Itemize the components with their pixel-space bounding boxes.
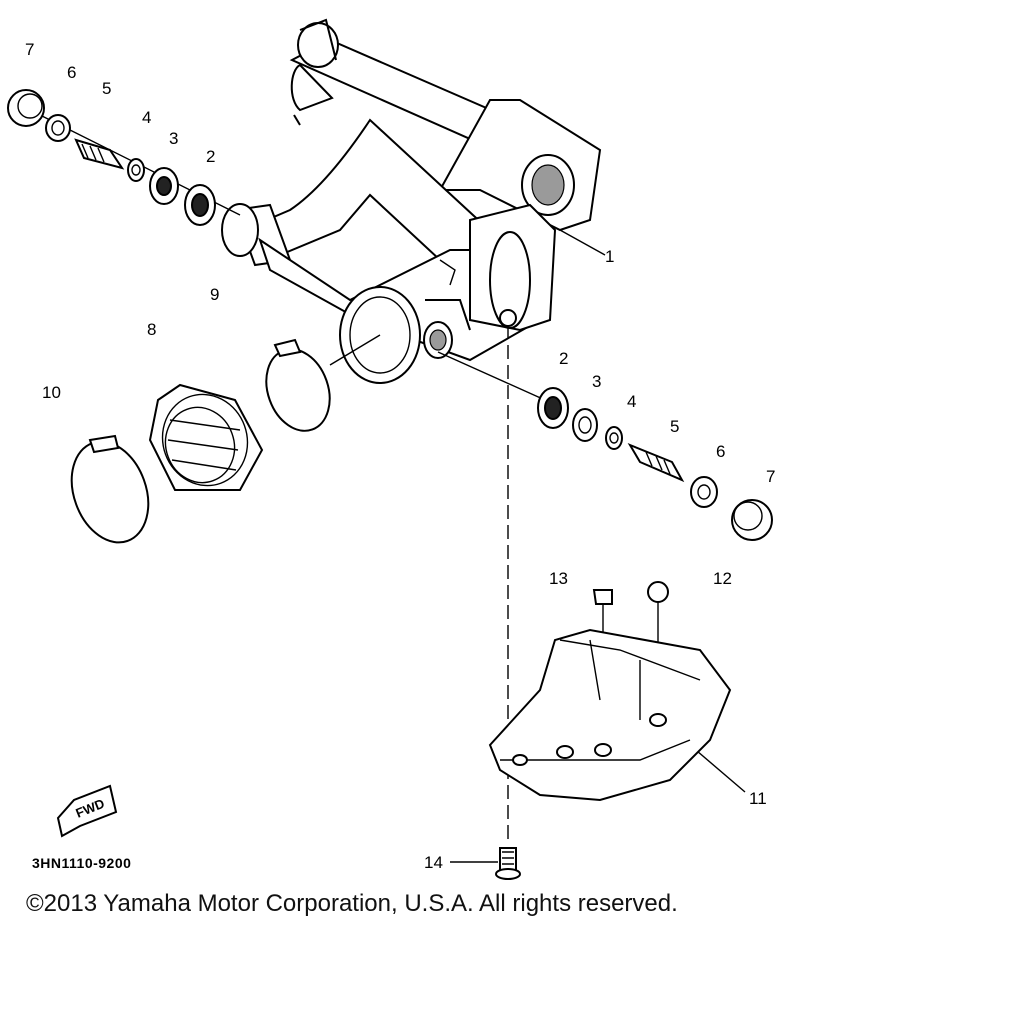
callout-numbers: 7 6 5 4 3 2 1 9 8 10 2 3 4 5 6 7 13 12 1… [25, 40, 775, 872]
guard-part-11 [488, 628, 732, 802]
callout-7-right: 7 [766, 467, 775, 486]
drawing-code: 3HN1110-9200 [32, 855, 131, 871]
callout-2-left: 2 [206, 147, 215, 166]
callout-3-right: 3 [592, 372, 601, 391]
callout-2-right: 2 [559, 349, 568, 368]
callout-5-right: 5 [670, 417, 679, 436]
callout-3-left: 3 [169, 129, 178, 148]
callout-6-left: 6 [67, 63, 76, 82]
callout-14: 14 [424, 853, 443, 872]
small-fasteners [495, 581, 669, 880]
left-hardware-stack [7, 89, 216, 226]
callout-9: 9 [210, 285, 219, 304]
fwd-arrow-icon: FWD [56, 784, 118, 838]
callout-1: 1 [605, 247, 614, 266]
callout-10: 10 [42, 383, 61, 402]
callout-6-right: 6 [716, 442, 725, 461]
copyright-notice: ©2013 Yamaha Motor Corporation, U.S.A. A… [26, 890, 678, 917]
callout-5-left: 5 [102, 79, 111, 98]
callout-4-right: 4 [627, 392, 636, 411]
callout-8: 8 [147, 320, 156, 339]
callout-12: 12 [713, 569, 732, 588]
callout-13: 13 [549, 569, 568, 588]
callout-11: 11 [749, 789, 767, 808]
right-hardware-stack [537, 387, 773, 541]
swing-arm-part-1 [221, 18, 602, 384]
callout-4-left: 4 [142, 108, 151, 127]
boot-and-clamps [70, 338, 331, 544]
callout-7-left: 7 [25, 40, 34, 59]
